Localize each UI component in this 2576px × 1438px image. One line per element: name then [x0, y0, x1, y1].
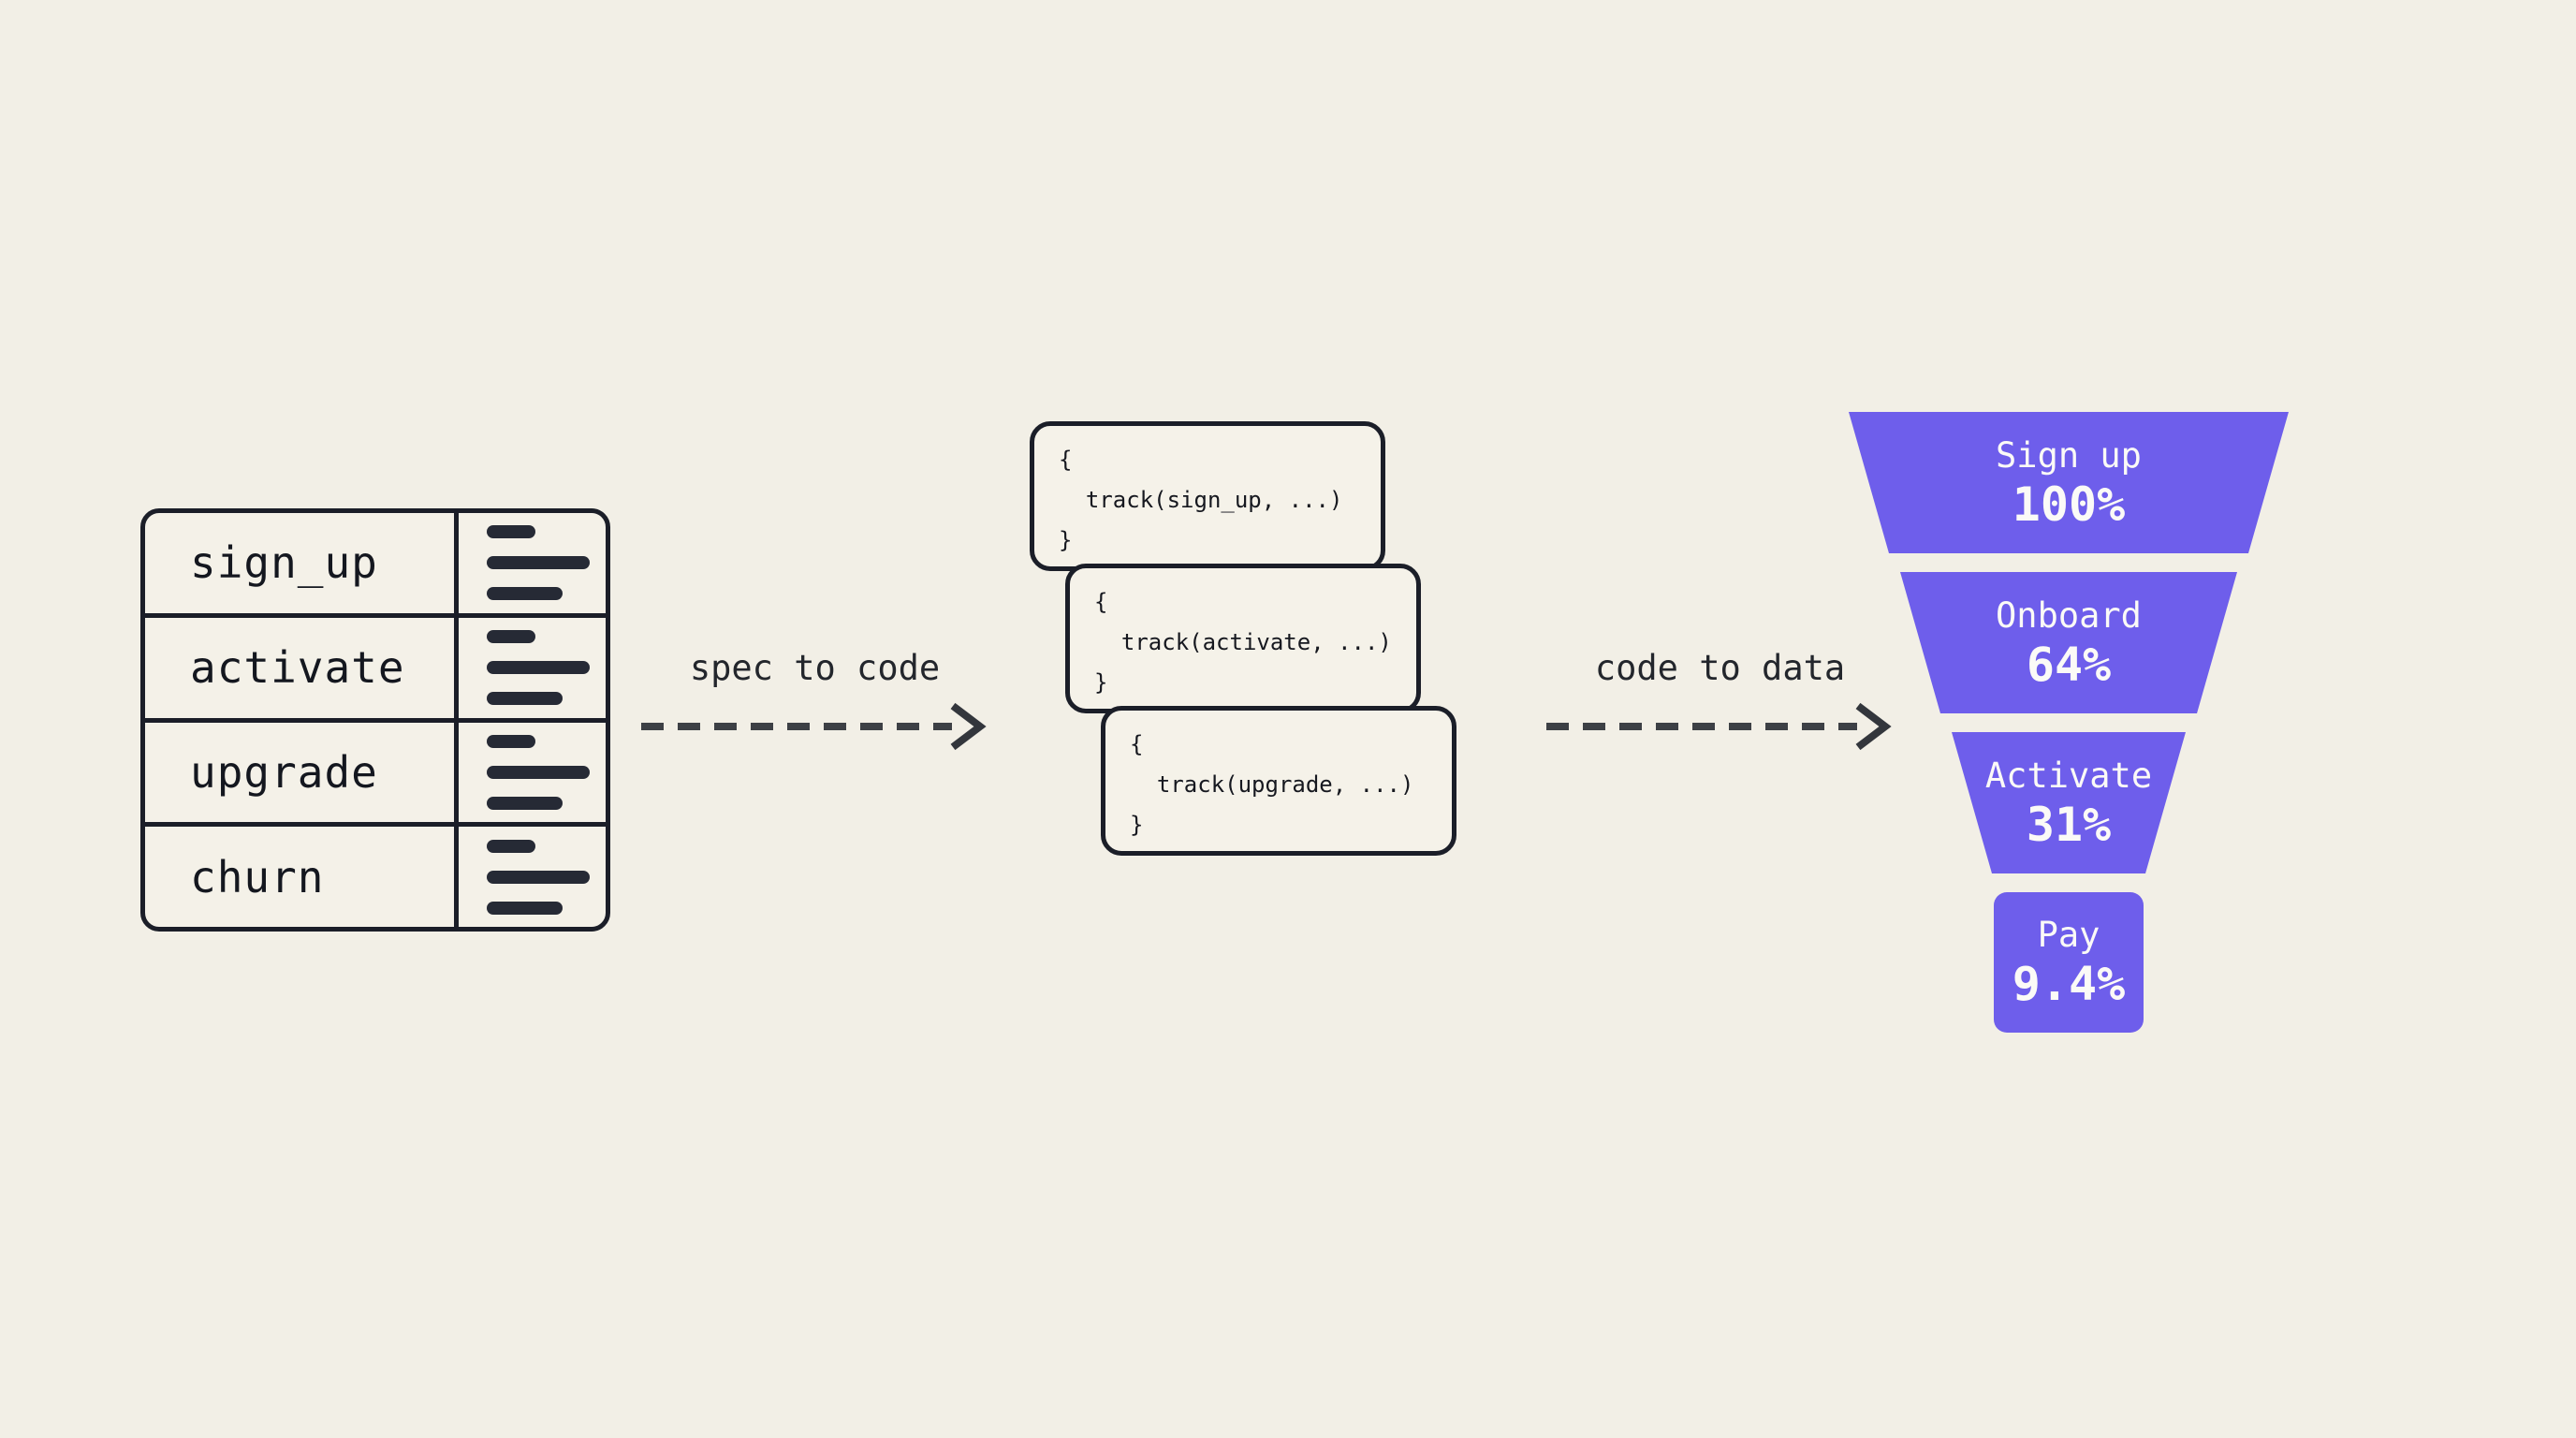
funnel-stage-label: Pay [2037, 915, 2100, 955]
table-row: churn [145, 822, 606, 927]
text-lines-icon [454, 827, 606, 927]
arrow-label: code to data [1594, 648, 1846, 688]
icon-line [487, 630, 535, 644]
event-name-cell: sign_up [190, 537, 378, 589]
icon-line [487, 901, 563, 915]
dashed-arrow-icon [1546, 702, 1892, 751]
event-name-cell: churn [190, 851, 325, 902]
code-card: { track(sign_up, ...) } [1030, 421, 1385, 571]
arrow-label: spec to code [689, 648, 941, 688]
code-snippet: { track(sign_up, ...) } [1059, 447, 1343, 553]
text-lines-icon [454, 722, 606, 823]
flow-arrow-spec-to-code: spec to code [639, 648, 990, 753]
table-row: sign_up [145, 513, 606, 613]
table-row: upgrade [145, 717, 606, 823]
text-lines-icon [454, 617, 606, 718]
funnel-stage-pay: Pay 9.4% [1994, 892, 2144, 1033]
table-row: activate [145, 612, 606, 718]
code-snippet: { track(upgrade, ...) } [1130, 731, 1414, 838]
funnel-stage-activate: Activate 31% [1952, 732, 2186, 873]
icon-line [487, 765, 590, 779]
icon-line [487, 870, 590, 884]
icon-line [487, 525, 535, 539]
flow-arrow-code-to-data: code to data [1544, 648, 1895, 753]
icon-line [487, 796, 563, 810]
funnel-stage-label: Onboard [1996, 594, 2142, 636]
event-name-cell: upgrade [190, 746, 378, 798]
icon-line [487, 661, 590, 675]
event-spec-table: sign_up activate upgrade chur [140, 508, 610, 932]
dashed-arrow-icon [641, 702, 987, 751]
funnel-stage-label: Sign up [1996, 434, 2142, 476]
icon-line [487, 587, 563, 601]
funnel-stage-onboard: Onboard 64% [1900, 572, 2237, 713]
code-snippet: { track(activate, ...) } [1094, 589, 1392, 696]
funnel-stage-percent: 9.4% [2012, 957, 2126, 1011]
text-lines-icon [454, 513, 606, 613]
icon-line [487, 839, 535, 853]
funnel-stage-label: Activate [1984, 755, 2153, 796]
icon-line [487, 734, 535, 748]
icon-line [487, 556, 590, 570]
funnel-stage-percent: 64% [2026, 637, 2112, 692]
funnel-stage-percent: 31% [2026, 797, 2112, 852]
event-name-cell: activate [190, 642, 405, 694]
code-card: { track(upgrade, ...) } [1101, 706, 1456, 856]
icon-line [487, 692, 563, 706]
funnel-stage-sign-up: Sign up 100% [1849, 412, 2289, 553]
code-card: { track(activate, ...) } [1065, 564, 1421, 713]
funnel-stage-percent: 100% [2012, 477, 2126, 532]
